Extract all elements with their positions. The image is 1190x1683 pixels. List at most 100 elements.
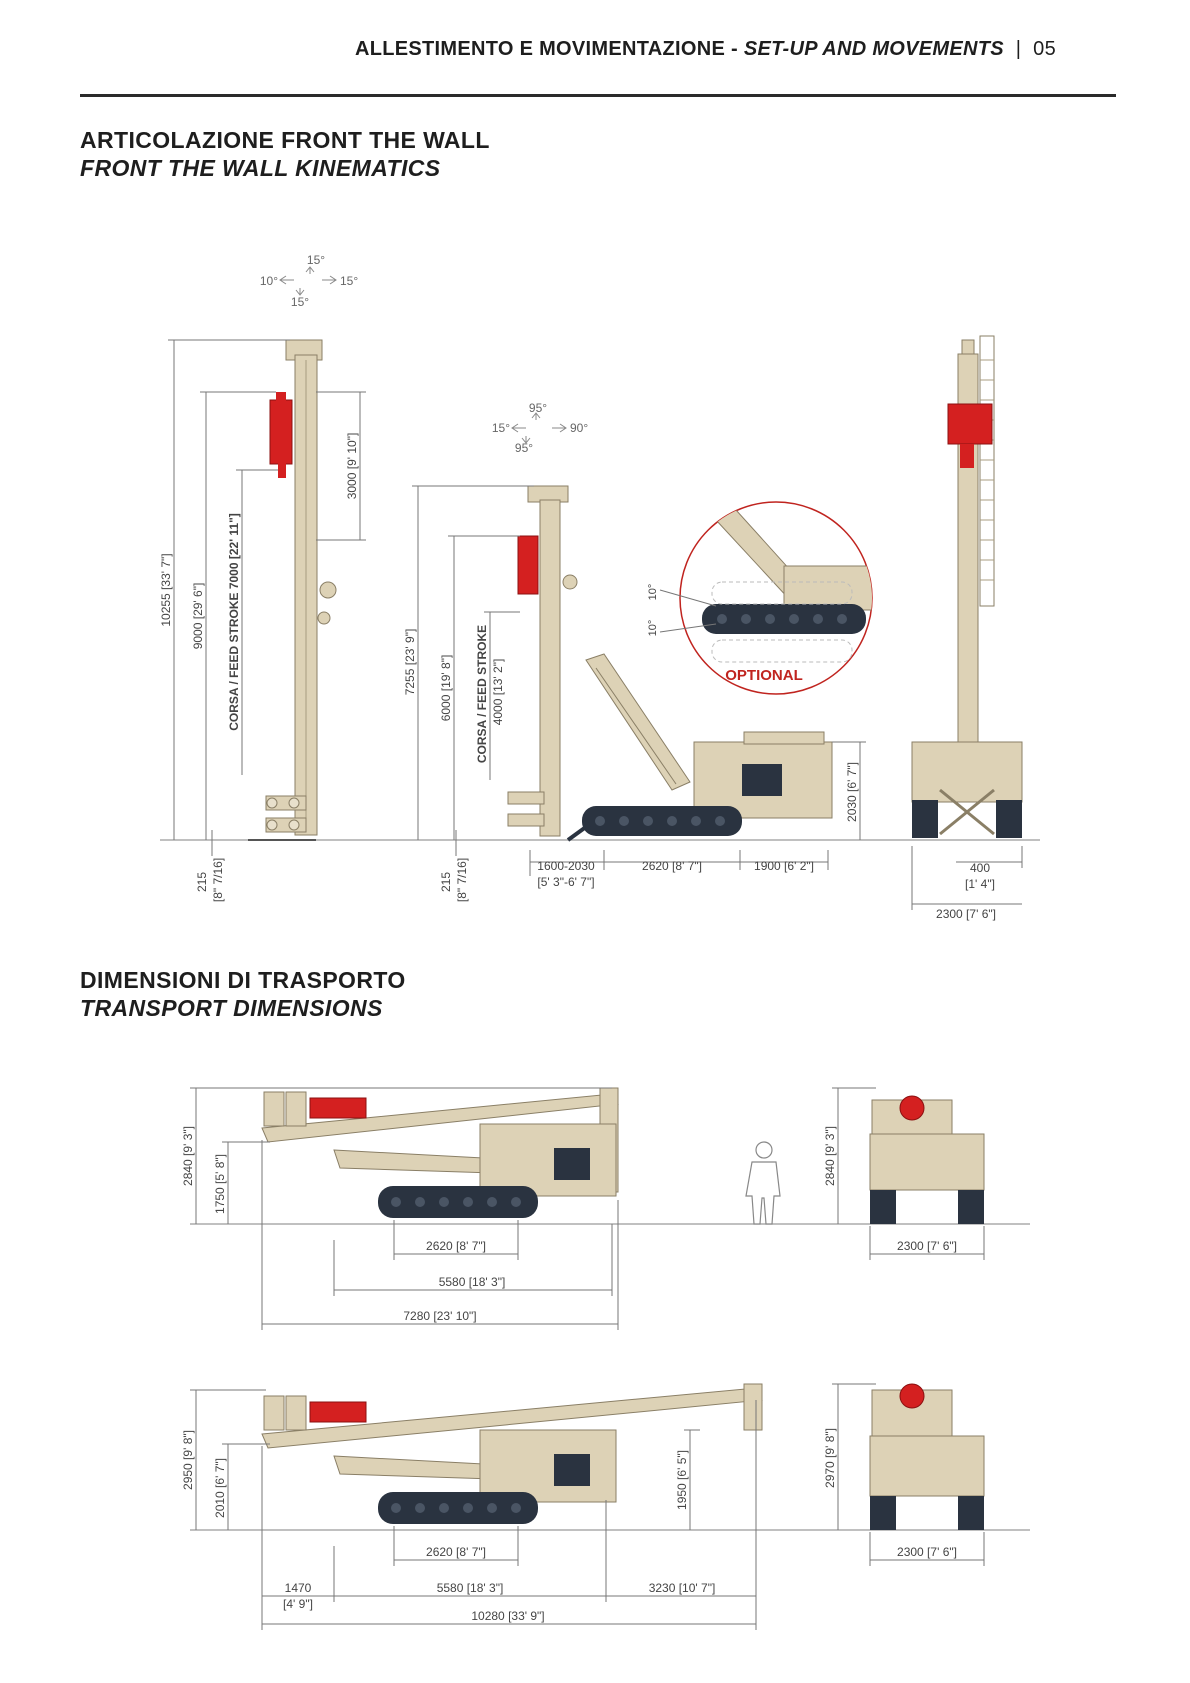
section-title-it: ARTICOLAZIONE FRONT THE WALL bbox=[80, 127, 490, 153]
dims-left bbox=[168, 339, 366, 856]
angle-bottom: 15° bbox=[291, 295, 309, 309]
angle-top: 15° bbox=[307, 253, 325, 267]
dim-height-total: 2950 [9' 8"] bbox=[181, 1430, 195, 1490]
dim-offset-imperial: [1' 4"] bbox=[965, 877, 995, 891]
dim-feed-stroke-label: CORSA / FEED STROKE bbox=[475, 625, 489, 763]
dim-length-total: 7280 [23' 10"] bbox=[403, 1309, 476, 1323]
dim-ground-offset: 215 bbox=[439, 872, 453, 892]
dims-right-labels: 400 [1' 4"] 2300 [7' 6"] bbox=[936, 861, 996, 921]
rig-transport-front-2 bbox=[869, 1383, 985, 1530]
optional-detail: 10° 10° OPTIONAL bbox=[647, 501, 873, 695]
dim-ground-offset-imperial: [8" 7/16] bbox=[455, 858, 469, 902]
drill-head bbox=[947, 403, 993, 445]
dims-mid-labels: 7255 [23' 9"] 6000 [19' 8"] CORSA / FEED… bbox=[403, 625, 859, 902]
header-divider bbox=[80, 94, 1116, 97]
dim-length-total: 10280 [33' 9"] bbox=[471, 1609, 544, 1623]
crawler-track bbox=[378, 1186, 538, 1218]
track-right bbox=[996, 800, 1022, 838]
mast-body bbox=[539, 499, 561, 837]
dims-row1 bbox=[190, 1087, 985, 1330]
section-title-en: TRANSPORT DIMENSIONS bbox=[80, 995, 383, 1021]
rig-side-vertical-mast bbox=[248, 339, 337, 841]
dim-front-height: 2840 [9' 3"] bbox=[823, 1126, 837, 1186]
dims-row1-labels: 2840 [9' 3"] 1750 [5' 8"] 2620 [8' 7"] 5… bbox=[181, 1126, 957, 1323]
drill-head bbox=[517, 535, 539, 595]
drill-head bbox=[309, 1097, 367, 1119]
dims-left-labels: 10255 [33' 7"] 9000 [29' 6"] CORSA / FEE… bbox=[159, 433, 359, 902]
dim-track-length: 2620 [8' 7"] bbox=[642, 859, 702, 873]
drill-head bbox=[269, 399, 293, 465]
drill-head bbox=[899, 1095, 925, 1121]
angle-bottom: 95° bbox=[515, 441, 533, 455]
header-separator: | bbox=[1015, 38, 1022, 60]
dim-mast-height: 9000 [29' 6"] bbox=[191, 583, 205, 650]
rig-transport-front-1 bbox=[869, 1095, 985, 1224]
dim-front-height: 2970 [9' 8"] bbox=[823, 1428, 837, 1488]
dim-reach-imperial: [5' 3"-6' 7"] bbox=[537, 875, 594, 889]
track-left bbox=[912, 800, 938, 838]
dim-body-height: 2030 [6' 7"] bbox=[845, 762, 859, 822]
detail-angle-bottom: 10° bbox=[647, 620, 659, 637]
engine-grille bbox=[742, 764, 782, 796]
dim-length-mid: 5580 [18' 3"] bbox=[437, 1581, 504, 1595]
section-title-en: FRONT THE WALL KINEMATICS bbox=[80, 155, 441, 181]
dim-track: 2620 [8' 7"] bbox=[426, 1545, 486, 1559]
dim-total-height: 7255 [23' 9"] bbox=[403, 629, 417, 696]
rig-front-view bbox=[911, 335, 1023, 838]
dim-ground-offset-imperial: [8" 7/16] bbox=[211, 858, 225, 902]
dim-top-offset: 3000 [9' 10"] bbox=[345, 433, 359, 500]
page-number: 05 bbox=[1033, 38, 1056, 60]
boom bbox=[585, 653, 691, 791]
section-title-it: DIMENSIONI DI TRASPORTO bbox=[80, 967, 406, 993]
crawler-track bbox=[582, 806, 742, 836]
dim-front-overhang-imperial: [4' 9"] bbox=[283, 1597, 313, 1611]
header-title-it: ALLESTIMENTO E MOVIMENTAZIONE - bbox=[354, 38, 738, 60]
page-header: ALLESTIMENTO E MOVIMENTAZIONE - SET-UP A… bbox=[0, 0, 1190, 100]
engine-body bbox=[479, 1429, 617, 1503]
drill-head bbox=[309, 1401, 367, 1423]
section-title-kinematics: ARTICOLAZIONE FRONT THE WALL FRONT THE W… bbox=[80, 126, 490, 182]
rig-transport-side-1 bbox=[261, 1087, 619, 1218]
rig-transport-side-2 bbox=[261, 1383, 763, 1524]
angle-left: 15° bbox=[492, 421, 510, 435]
angle-right: 15° bbox=[340, 274, 358, 288]
dim-width: 2300 [7' 6"] bbox=[936, 907, 996, 921]
kinematics-drawing: 15° 10° 15° 15° 10255 [33' 7"] 9000 [29'… bbox=[159, 253, 1040, 921]
dims-row2 bbox=[190, 1383, 985, 1630]
dim-height-total: 2840 [9' 3"] bbox=[181, 1126, 195, 1186]
dim-mast-height: 6000 [19' 8"] bbox=[439, 655, 453, 722]
angle-rose-left: 15° 10° 15° 15° bbox=[260, 253, 359, 309]
dim-height-body: 2010 [6' 7"] bbox=[213, 1458, 227, 1518]
angle-top: 95° bbox=[529, 401, 547, 415]
angle-rose-mid: 95° 15° 90° 95° bbox=[492, 401, 589, 455]
header-title-en: SET-UP AND MOVEMENTS bbox=[743, 38, 1004, 60]
dim-feed-stroke: CORSA / FEED STROKE 7000 [22' 11"] bbox=[227, 513, 241, 731]
dim-rear-overhang: 3230 [10' 7"] bbox=[649, 1581, 716, 1595]
crawler-track bbox=[378, 1492, 538, 1524]
dim-mast-height: 1950 [6' 5"] bbox=[675, 1450, 689, 1510]
detail-angle-top: 10° bbox=[647, 584, 659, 601]
dim-feed-stroke-value: 4000 [13' 2"] bbox=[491, 659, 505, 726]
drill-head bbox=[899, 1383, 925, 1409]
dim-offset: 400 bbox=[970, 861, 990, 875]
dim-height-body: 1750 [5' 8"] bbox=[213, 1154, 227, 1214]
rig-side-front-wall bbox=[507, 485, 833, 842]
person-silhouette bbox=[745, 1141, 781, 1225]
dims-row2-labels: 2950 [9' 8"] 2010 [6' 7"] 1950 [6' 5"] 2… bbox=[181, 1428, 957, 1623]
dims-right bbox=[911, 846, 1023, 910]
optional-label: OPTIONAL bbox=[725, 667, 803, 684]
cylinder-joint bbox=[319, 581, 337, 599]
front-body bbox=[911, 741, 1023, 803]
angle-right: 90° bbox=[570, 421, 588, 435]
header-title: ALLESTIMENTO E MOVIMENTAZIONE - SET-UP A… bbox=[355, 38, 1056, 61]
angle-left: 10° bbox=[260, 274, 278, 288]
dim-length-mid: 5580 [18' 3"] bbox=[439, 1275, 506, 1289]
dim-rear-length: 1900 [6' 2"] bbox=[754, 859, 814, 873]
transport-drawing: 2840 [9' 3"] 1750 [5' 8"] 2620 [8' 7"] 5… bbox=[181, 1087, 1030, 1630]
dim-front-overhang: 1470 bbox=[285, 1581, 312, 1595]
dim-reach: 1600-2030 bbox=[537, 859, 595, 873]
dim-total-height: 10255 [33' 7"] bbox=[159, 553, 173, 626]
engine-body bbox=[479, 1123, 617, 1197]
section-title-transport: DIMENSIONI DI TRASPORTO TRANSPORT DIMENS… bbox=[80, 966, 406, 1022]
dim-front-width: 2300 [7' 6"] bbox=[897, 1545, 957, 1559]
